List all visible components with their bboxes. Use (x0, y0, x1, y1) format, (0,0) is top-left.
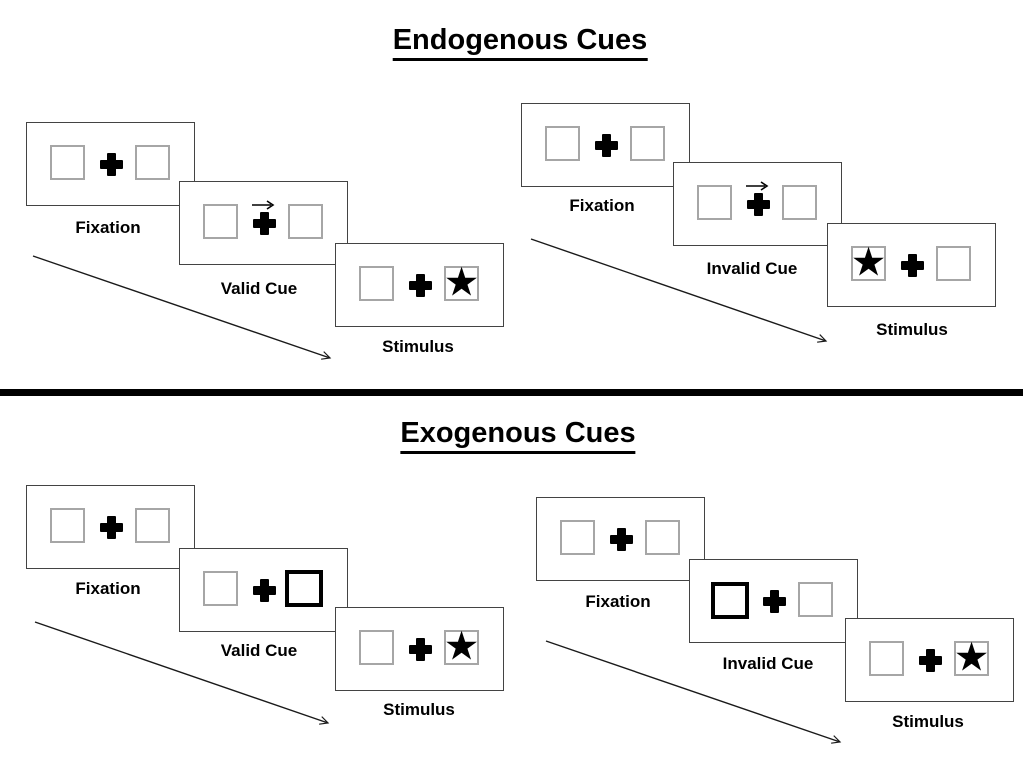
right-box-with-star: ★ (444, 262, 480, 302)
star-stimulus-icon: ★ (443, 258, 480, 305)
section-divider (0, 389, 1023, 396)
right-arrow-cue-icon (746, 181, 769, 191)
fixation-cross-icon (747, 193, 770, 216)
endogenous-section-title: Endogenous Cues (392, 24, 648, 62)
exogenous-invalid-cue-panel (689, 559, 858, 643)
right-box (782, 185, 817, 220)
panel-label: Stimulus (892, 712, 964, 731)
exogenous-invalid-fixation-panel (536, 497, 705, 581)
left-box (697, 185, 732, 220)
endogenous-invalid-cue-panel (673, 162, 842, 246)
panel-label: Fixation (75, 218, 141, 237)
highlighted-left-box (711, 582, 749, 619)
panel-label: Stimulus (382, 337, 454, 356)
highlighted-right-box (285, 570, 323, 607)
fixation-cross-icon (610, 528, 633, 551)
left-box (545, 126, 580, 161)
panel-label: Fixation (585, 592, 651, 611)
left-box (869, 641, 904, 676)
exogenous-valid-fixation-panel (26, 485, 195, 569)
fixation-cross-icon (409, 274, 432, 297)
fixation-cross-icon (253, 212, 276, 235)
endogenous-invalid-fixation-panel (521, 103, 690, 187)
panel-label: Invalid Cue (706, 259, 798, 278)
timeline-arrow-endogenous-invalid (530, 238, 828, 343)
timeline-arrow-exogenous-valid (34, 621, 330, 725)
exogenous-valid-cue-panel (179, 548, 348, 632)
left-box (203, 204, 238, 239)
right-arrow-cue-icon (252, 200, 275, 210)
left-box (359, 266, 394, 301)
right-box (135, 145, 170, 180)
right-box (645, 520, 680, 555)
panel-label: Stimulus (876, 320, 948, 339)
right-box (630, 126, 665, 161)
exogenous-valid-stimulus-panel: ★ (335, 607, 504, 691)
right-box (288, 204, 323, 239)
fixation-cross-icon (100, 516, 123, 539)
fixation-cross-icon (409, 638, 432, 661)
exogenous-invalid-stimulus-panel: ★ (845, 618, 1014, 702)
star-stimulus-icon: ★ (443, 622, 480, 669)
right-box (936, 246, 971, 281)
fixation-cross-icon (100, 153, 123, 176)
left-box-with-star: ★ (851, 242, 887, 282)
fixation-cross-icon (253, 579, 276, 602)
panel-label: Fixation (75, 579, 141, 598)
exogenous-section-title: Exogenous Cues (400, 417, 636, 455)
right-box (135, 508, 170, 543)
star-stimulus-icon: ★ (953, 633, 990, 680)
panel-label: Valid Cue (220, 279, 298, 298)
panel-label: Invalid Cue (722, 654, 814, 673)
timeline-arrow-endogenous-valid (32, 255, 332, 360)
fixation-cross-icon (763, 590, 786, 613)
endogenous-valid-cue-panel (179, 181, 348, 265)
left-box (560, 520, 595, 555)
panel-label: Fixation (569, 196, 635, 215)
left-box (203, 571, 238, 606)
right-box-with-star: ★ (954, 637, 990, 677)
right-box (798, 582, 833, 617)
panel-label: Valid Cue (220, 641, 298, 660)
left-box (50, 508, 85, 543)
fixation-cross-icon (901, 254, 924, 277)
fixation-cross-icon (595, 134, 618, 157)
panel-label: Stimulus (383, 700, 455, 719)
endogenous-valid-stimulus-panel: ★ (335, 243, 504, 327)
endogenous-invalid-stimulus-panel: ★ (827, 223, 996, 307)
fixation-cross-icon (919, 649, 942, 672)
star-stimulus-icon: ★ (850, 238, 887, 285)
endogenous-valid-fixation-panel (26, 122, 195, 206)
left-box (359, 630, 394, 665)
left-box (50, 145, 85, 180)
right-box-with-star: ★ (444, 626, 480, 666)
